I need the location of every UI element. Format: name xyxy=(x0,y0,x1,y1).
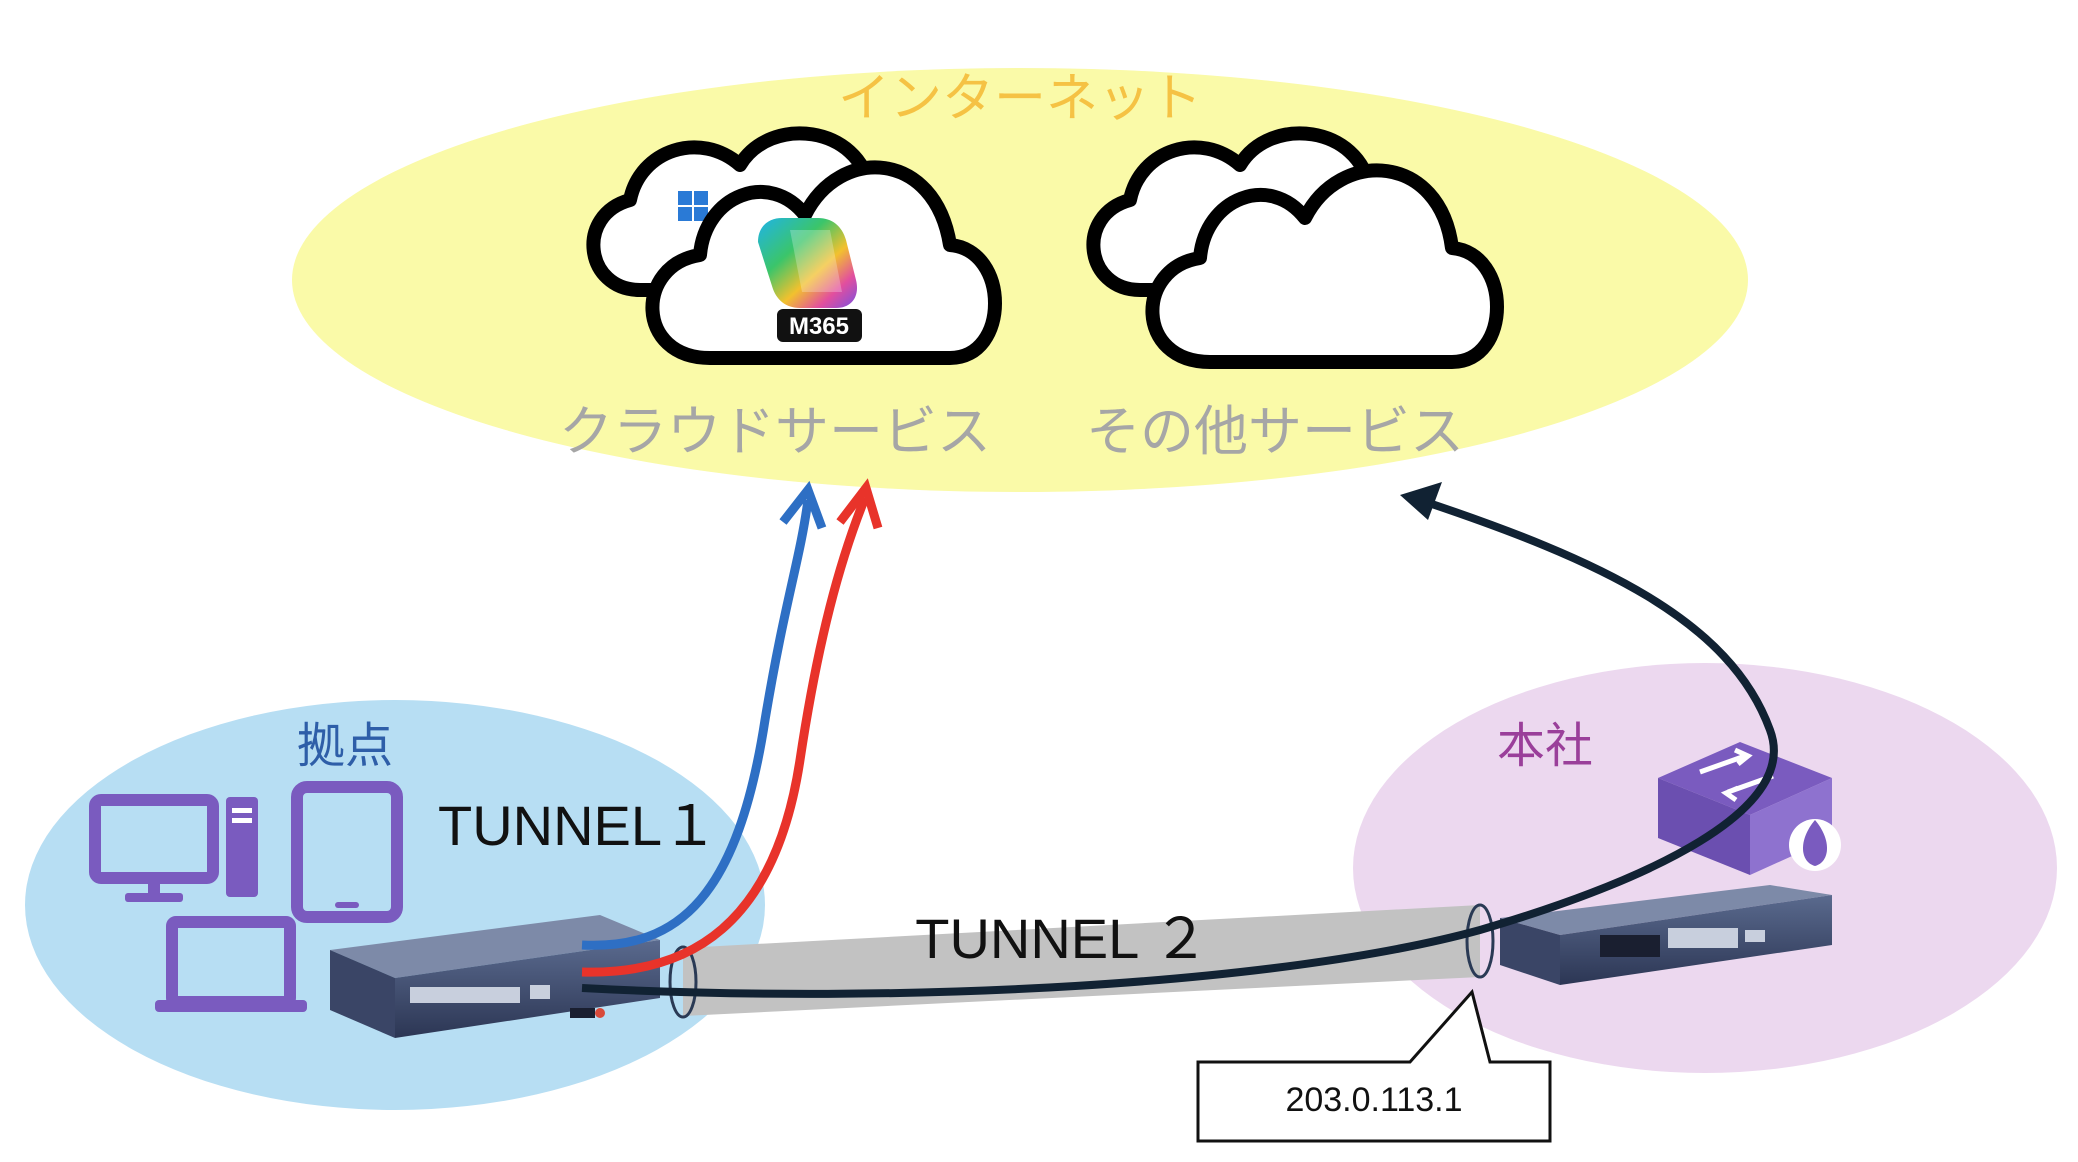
branch-router-icon xyxy=(330,915,660,1038)
ip-callout-text: 203.0.113.1 xyxy=(1285,1081,1462,1119)
other-service-label: その他サービス xyxy=(1086,400,1464,463)
internet-zone xyxy=(292,68,1748,492)
desktop-pc-icon xyxy=(89,794,258,902)
hq-router-icon xyxy=(1500,885,1832,985)
m365-badge-text: M365 xyxy=(789,313,849,340)
tunnel2-end-right xyxy=(1465,903,1495,979)
tunnel1-label: TUNNEL１ xyxy=(438,794,718,857)
tablet-icon xyxy=(291,781,403,923)
red-arrowhead xyxy=(836,478,883,530)
blue-path xyxy=(581,499,813,950)
laptop-icon xyxy=(155,916,307,1012)
m365-badge: M365 xyxy=(777,309,862,342)
firewall-icon xyxy=(1658,742,1841,875)
hq-label: 本社 xyxy=(1497,718,1593,774)
other-cloud-icon xyxy=(1145,163,1504,369)
tunnel2-label: TUNNEL ２ xyxy=(915,907,1209,970)
cloud-service-label: クラウドサービス xyxy=(559,400,991,463)
fire-icon xyxy=(1789,819,1841,871)
blue-arrowhead xyxy=(779,480,827,530)
windows-logo-icon xyxy=(678,191,708,221)
tunnel2-band xyxy=(683,905,1480,1016)
branch-label: 拠点 xyxy=(297,718,393,774)
red-path xyxy=(581,496,870,977)
tunnel1-paths xyxy=(581,478,883,977)
copilot-logo-icon xyxy=(758,218,858,308)
ip-callout: 203.0.113.1 xyxy=(1196,988,1552,1143)
dark-path xyxy=(581,496,1778,998)
dark-arrowhead xyxy=(1400,482,1442,520)
tunnel2-end-left xyxy=(668,945,698,1019)
internet-label: インターネット xyxy=(838,69,1202,129)
